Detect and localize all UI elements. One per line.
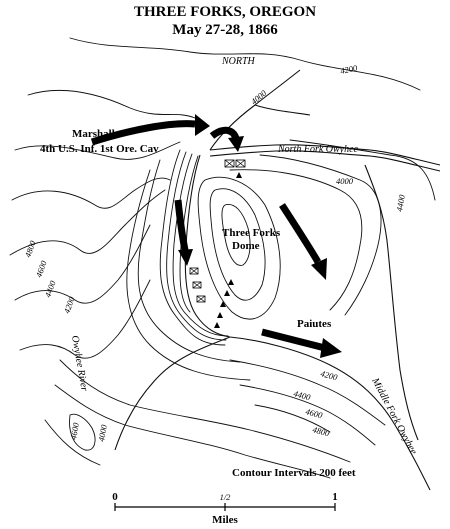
elevation-label: 4400: [394, 193, 407, 212]
north-fork-owyhee-label: North Fork Owyhee: [277, 144, 359, 155]
contour-line: [19, 279, 151, 359]
marshall-advance-arrow: [90, 120, 196, 146]
contour-line: [126, 169, 251, 381]
elevation-label: 4600: [68, 421, 81, 440]
paiute-marker: [217, 312, 223, 318]
scale-unit-label: Miles: [212, 514, 238, 526]
contour-line: [14, 141, 181, 160]
contour-line: [27, 89, 196, 119]
marshall-units-label: 4th U.S. Inf. 1st Ore. Cav: [40, 143, 159, 155]
scale-tick-label: 0: [112, 491, 118, 503]
elevation-label: 4000: [336, 176, 354, 186]
contour-line: [69, 37, 421, 91]
paiute-marker: [228, 279, 234, 285]
north-creek-branch: [254, 104, 311, 116]
contour-line: [69, 413, 96, 451]
paiute-marker: [224, 290, 230, 296]
scale-tick-label: 1/2: [220, 492, 232, 502]
middle-fork-owyhee-river-east: [364, 164, 419, 441]
elevation-label: 4000: [96, 423, 109, 442]
north-creek: [209, 69, 301, 151]
owyhee-river-label: Owyhee River: [69, 335, 90, 393]
elevation-label: 4800: [22, 239, 37, 259]
contour-line: [54, 384, 331, 479]
contour-lines: [9, 37, 436, 479]
contour-line: [137, 159, 241, 363]
rivers: [114, 69, 441, 491]
contour-line: [239, 384, 376, 446]
three-forks-dome-label-2: Dome: [232, 240, 260, 252]
contour-line: [172, 153, 229, 337]
paiute-marker: [220, 301, 226, 307]
contour-intervals-label: Contour Intervals 200 feet: [232, 467, 356, 479]
dome-flank-arrow: [279, 203, 322, 264]
marshall-label: Marshall: [72, 128, 115, 140]
paiute-marker: [236, 172, 242, 178]
contour-line: [209, 188, 266, 301]
three-forks-dome-label: Three Forks: [222, 227, 281, 239]
middle-fork-owyhee-label: Middle Fork Owyhee: [369, 375, 419, 457]
contour-line: [14, 224, 151, 304]
elevation-label: 4800: [311, 424, 331, 438]
contour-line: [159, 149, 226, 346]
army-unit-cross: [196, 295, 206, 303]
paiutes-label: Paiutes: [297, 318, 332, 330]
elevation-label: 4000: [249, 87, 269, 106]
contour-line: [229, 169, 363, 311]
movement-arrows: [90, 114, 342, 358]
paiute-retreat-arrow: [261, 328, 326, 352]
marshall-crossing-arrowhead: [228, 136, 244, 152]
scale-bar: 0 1/2 1 Miles: [112, 491, 338, 526]
contour-line: [11, 177, 171, 209]
elevation-label: 4200: [61, 295, 76, 315]
paiute-marker: [214, 322, 220, 328]
elevation-label: 4400: [292, 388, 312, 402]
canyon-descent-arrow: [174, 199, 189, 251]
canyon-descent-arrowhead: [178, 249, 193, 266]
contour-line: [289, 139, 436, 201]
contour-line: [197, 176, 281, 320]
army-unit-cross: [224, 159, 235, 168]
army-unit-cross: [189, 267, 199, 275]
elevation-label: 4600: [33, 259, 48, 279]
north-fork-owyhee-river-bank: [209, 150, 441, 172]
elevation-label: 4400: [42, 279, 57, 299]
owyhee-river: [184, 154, 231, 338]
contour-line: [166, 151, 227, 341]
marshall-crossing-arrow: [209, 126, 240, 140]
north-fork-owyhee-river: [209, 144, 441, 166]
contour-line: [254, 404, 331, 433]
middle-fork-owyhee-river: [229, 336, 431, 491]
marshall-advance-arrowhead: [195, 114, 210, 136]
contour-line: [229, 359, 386, 426]
map-date: May 27-28, 1866: [172, 22, 278, 38]
owyhee-river-south: [114, 336, 231, 451]
elevation-label: 4600: [304, 406, 324, 420]
contour-line: [221, 204, 251, 266]
unit-symbols: [189, 159, 246, 328]
map-title: THREE FORKS, OREGON: [134, 4, 316, 20]
contour-line: [59, 359, 351, 463]
contour-line: [9, 189, 166, 256]
contour-line: [44, 419, 101, 466]
scale-tick-label: 1: [332, 491, 338, 503]
army-unit-cross: [235, 159, 246, 168]
elevation-label: 4200: [339, 62, 358, 75]
north-label: NORTH: [221, 56, 256, 67]
elevation-label: 4200: [319, 368, 339, 382]
paiute-retreat-arrowhead: [320, 338, 342, 358]
army-unit-cross: [192, 281, 202, 289]
dome-flank-arrowhead: [311, 258, 327, 280]
